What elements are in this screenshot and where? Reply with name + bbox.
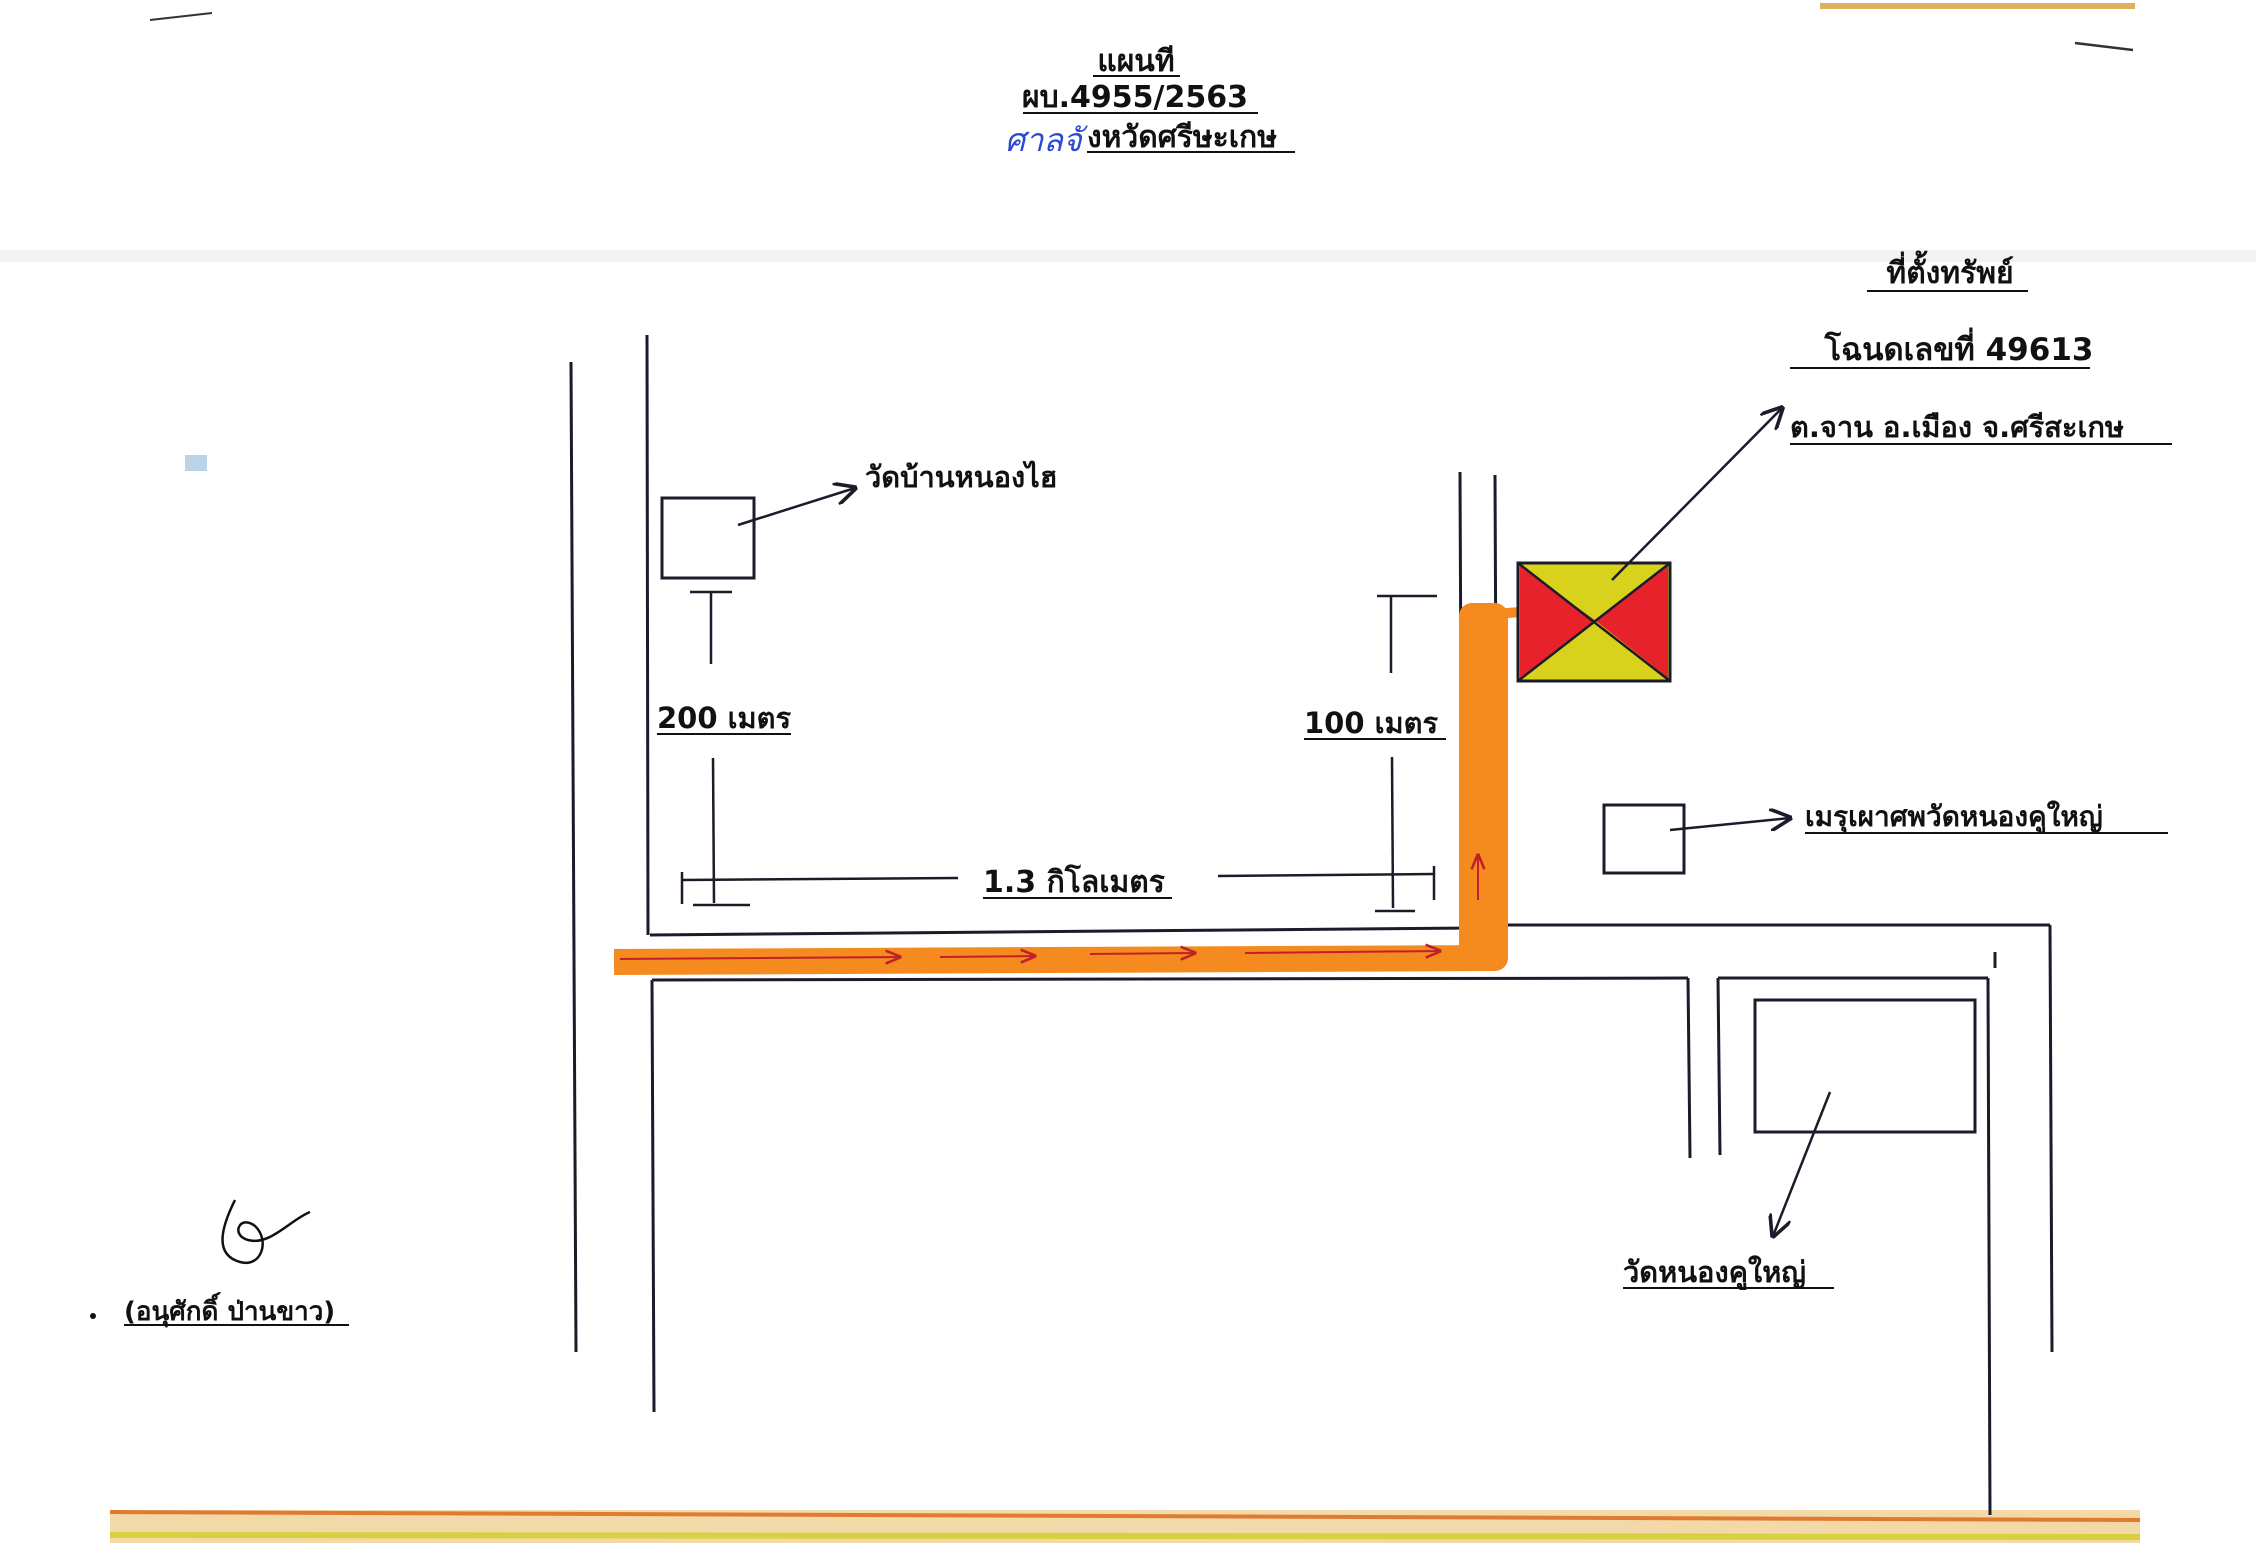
case-number: ผบ.4955/2563 [1022, 80, 1248, 115]
temple-nong-hai-label: วัดบ้านหนองไฮ [865, 460, 1057, 494]
roads [569, 334, 2054, 1516]
crematorium-label: เมรุเผาศพวัดหนองคูใหญ่ [1805, 800, 2103, 834]
court-handwritten: ศาลจั [1005, 121, 1089, 159]
property-plot [1516, 561, 1672, 683]
distance-horizontal-label: 1.3 กิโลเมตร [983, 863, 1165, 900]
temple-nong-hai: วัดบ้านหนองไฮ [660, 460, 1057, 580]
property-heading: ที่ตั้งทรัพย์ [1886, 250, 2013, 291]
title-block: แผนที ผบ.4955/2563 ศาลจั งหวัดศรีษะเกษ [1005, 44, 1295, 159]
route [613, 603, 1521, 975]
route-path [613, 603, 1508, 975]
court-name: งหวัดศรีษะเกษ [1087, 120, 1277, 155]
dimension-left [690, 590, 750, 907]
signatory-name: (อนุศักดิ์ ป่านขาว) [124, 1291, 335, 1328]
crematorium: เมรุเผาศพวัดหนองคูใหญ่ [1602, 800, 2168, 875]
property-location: ต.จาน อ.เมือง จ.ศรีสะเกษ [1790, 410, 2124, 444]
distance-right-label: 100 เมตร [1304, 706, 1438, 740]
signature: (อนุศักดิ์ ป่านขาว) [90, 1199, 349, 1328]
temple-nong-khu-yai-label: วัดหนองคูใหญ่ [1623, 1255, 1806, 1290]
distance-left-label: 200 เมตร [657, 701, 791, 735]
dimension-right [1375, 594, 1437, 913]
scan-artifacts [0, 3, 2256, 1543]
temple-nong-khu-yai: วัดหนองคูใหญ่ [1623, 998, 1977, 1290]
signature-mark [221, 1199, 311, 1265]
property-pointer-arrow [1611, 408, 1782, 581]
property-info: ที่ตั้งทรัพย์ โฉนดเลขที่ 49613 ต.จาน อ.เ… [1790, 250, 2172, 445]
deed-number: โฉนดเลขที่ 49613 [1824, 327, 2094, 368]
dimension-horizontal [680, 866, 1436, 904]
map-title: แผนที [1097, 44, 1174, 79]
